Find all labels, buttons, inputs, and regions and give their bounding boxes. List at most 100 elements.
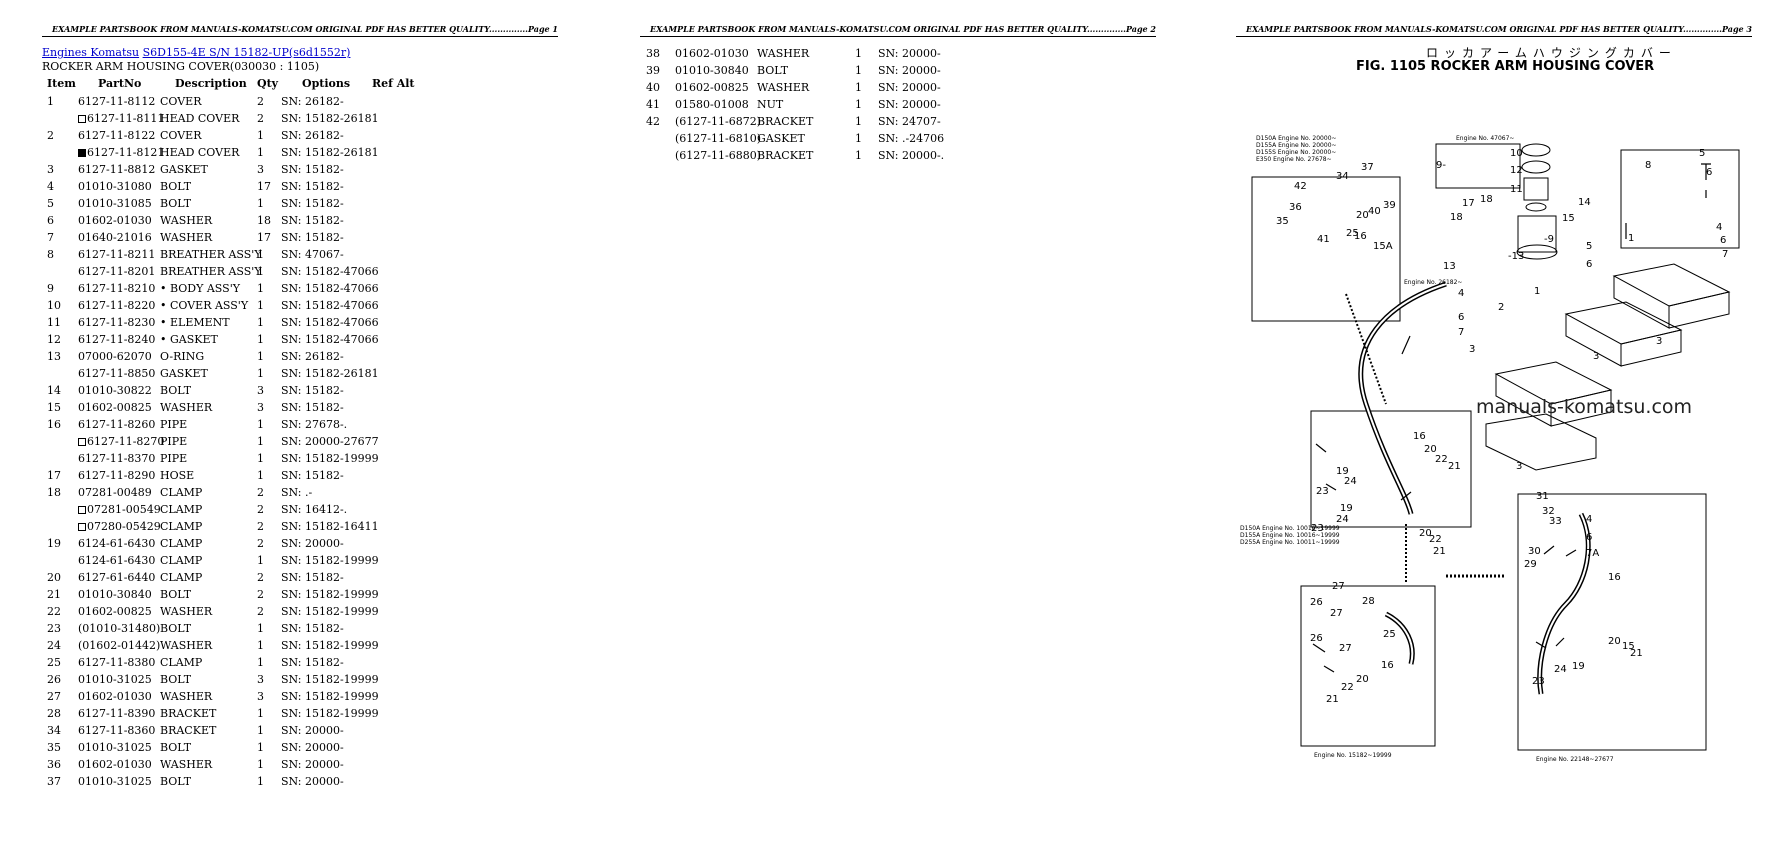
partno-cell-text: (01602-01442): [78, 639, 161, 652]
partno-cell: 6127-11-8370: [78, 450, 155, 467]
figure-title: FIG. 1105 ROCKER ARM HOUSING COVER: [1356, 59, 1655, 74]
breather-pipe: [1358, 281, 1447, 515]
svg-text:D155S Engine No. 20000~: D155S Engine No. 20000~: [1256, 149, 1336, 156]
qty-cell: 1: [257, 365, 264, 382]
svg-text:24: 24: [1344, 476, 1357, 487]
svg-text:10: 10: [1510, 148, 1523, 159]
watermark: manuals-komatsu.com: [1476, 396, 1693, 418]
item-cell: 35: [47, 739, 61, 756]
description-cell: WASHER: [160, 637, 212, 654]
options-cell: SN: 26182-: [281, 93, 344, 110]
options-cell-text: SN: 15182-47066: [281, 299, 379, 312]
description-cell: BRACKET: [160, 705, 216, 722]
options-cell-text: SN: 20000-: [281, 741, 344, 754]
partno-cell-text: 6127-11-8112: [78, 95, 156, 108]
item-cell-text: 21: [47, 588, 61, 601]
item-cell: 8: [47, 246, 54, 263]
partno-cell: 6127-11-8112: [78, 93, 155, 110]
options-cell: SN: 20000-: [878, 96, 941, 113]
qty-cell: 2: [257, 484, 264, 501]
svg-text:D150A Engine No. 10016~19999: D150A Engine No. 10016~19999: [1240, 525, 1340, 532]
item-cell-text: 38: [646, 47, 660, 60]
options-cell: SN: 15182-47066: [281, 280, 379, 297]
partno-cell-text: 01580-01008: [675, 98, 749, 111]
item-cell: 16: [47, 416, 61, 433]
partno-cell-text: 01602-01030: [78, 690, 152, 703]
partno-cell: 01010-31025: [78, 739, 152, 756]
qty-cell-text: 3: [257, 384, 264, 397]
qty-cell: 1: [257, 552, 264, 569]
svg-text:D255A Engine No. 10011~19999: D255A Engine No. 10011~19999: [1240, 539, 1340, 546]
description-cell: WASHER: [757, 79, 809, 96]
svg-text:7: 7: [1722, 249, 1728, 260]
page-1: EXAMPLE PARTSBOOK FROM MANUALS-KOMATSU.C…: [42, 0, 558, 842]
svg-text:13: 13: [1443, 261, 1456, 272]
partno-cell: 6127-11-8380: [78, 654, 155, 671]
qty-cell: 1: [855, 79, 862, 96]
qty-cell: 1: [257, 773, 264, 790]
svg-text:34: 34: [1336, 171, 1349, 182]
description-cell-text: CLAMP: [160, 656, 203, 669]
breadcrumb-link-model[interactable]: S6D155-4E S/N 15182-UP(s6d1552r): [142, 46, 351, 59]
page-header: EXAMPLE PARTSBOOK FROM MANUALS-KOMATSU.C…: [650, 24, 1156, 34]
svg-text:29: 29: [1524, 559, 1537, 570]
svg-text:22: 22: [1429, 534, 1442, 545]
partno-cell-text: 01602-00825: [675, 81, 749, 94]
item-cell: 13: [47, 348, 61, 365]
options-cell-text: SN: 16412-.: [281, 503, 348, 516]
description-cell: • GASKET: [160, 331, 218, 348]
options-cell: SN: 20000-: [281, 722, 344, 739]
svg-text:16: 16: [1354, 231, 1367, 242]
partno-cell-text: 6127-11-8850: [78, 367, 156, 380]
description-cell: CLAMP: [160, 552, 202, 569]
partno-cell-text: 01010-30822: [78, 384, 152, 397]
description-cell-text: GASKET: [757, 132, 805, 145]
description-cell: CLAMP: [160, 501, 202, 518]
partno-cell: 6127-11-8812: [78, 161, 155, 178]
svg-text:20: 20: [1419, 528, 1432, 539]
description-cell-text: WASHER: [757, 81, 810, 94]
qty-cell: 2: [257, 518, 264, 535]
qty-cell: 1: [855, 62, 862, 79]
qty-cell-text: 17: [257, 180, 271, 193]
qty-cell-text: 1: [855, 132, 862, 145]
description-cell: WASHER: [160, 756, 212, 773]
svg-text:26: 26: [1310, 597, 1323, 608]
qty-cell-text: 3: [257, 401, 264, 414]
partno-cell-text: 6127-11-8122: [78, 129, 156, 142]
partno-cell: 6127-11-8360: [78, 722, 155, 739]
description-cell-text: WASHER: [160, 401, 213, 414]
item-cell: 23: [47, 620, 61, 637]
item-cell-text: 14: [47, 384, 61, 397]
item-cell: 2: [47, 127, 54, 144]
partno-cell-text: 07281-00489: [78, 486, 152, 499]
description-cell-text: WASHER: [160, 758, 213, 771]
options-cell-text: SN: 20000-: [878, 98, 941, 111]
svg-text:25: 25: [1383, 629, 1396, 640]
options-cell-text: SN: 20000-.: [878, 149, 945, 162]
description-cell: WASHER: [160, 229, 212, 246]
options-cell: SN: 15182-19999: [281, 671, 379, 688]
options-cell: SN: 15182-26181: [281, 110, 379, 127]
partno-cell: 6127-11-8260: [78, 416, 155, 433]
partno-cell: (6127-11-6880): [675, 147, 761, 164]
qty-cell-text: 1: [257, 146, 264, 159]
breadcrumb-link-engines[interactable]: Engines Komatsu: [42, 46, 140, 59]
partno-cell-text: 6127-11-8380: [78, 656, 156, 669]
description-cell-text: BRACKET: [757, 149, 814, 162]
svg-text:22: 22: [1435, 454, 1448, 465]
partno-cell: 6127-11-8220: [78, 297, 155, 314]
qty-cell: 1: [257, 416, 264, 433]
item-cell: 34: [47, 722, 61, 739]
